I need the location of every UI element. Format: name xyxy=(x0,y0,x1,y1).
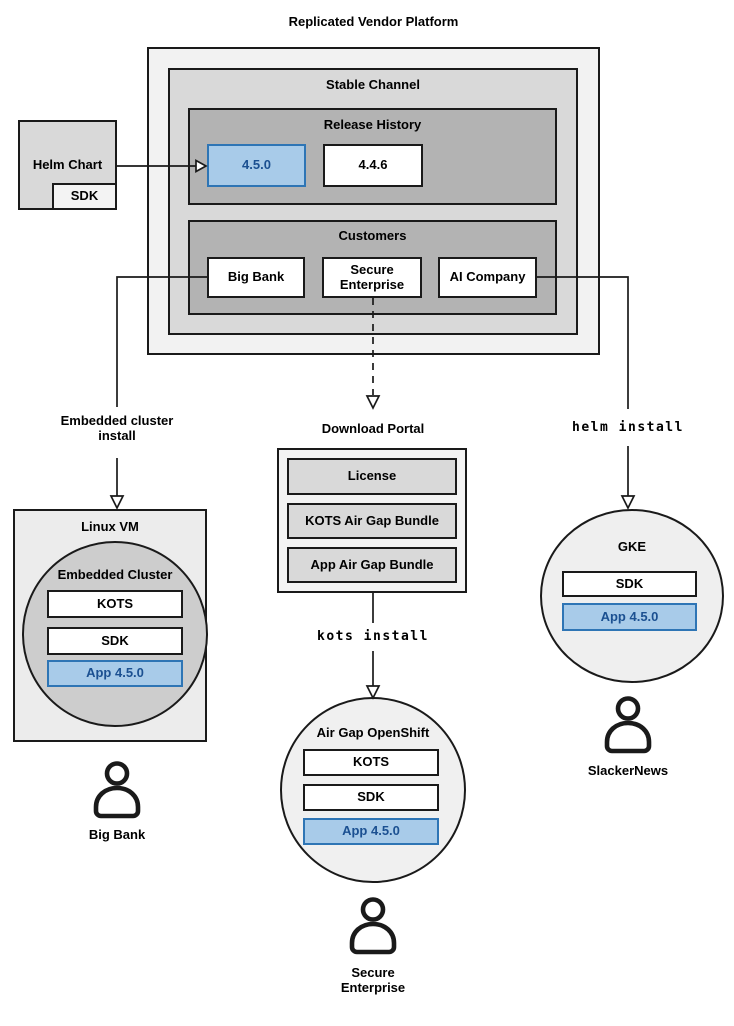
customers-title: Customers xyxy=(338,228,407,243)
release-history-title: Release History xyxy=(323,117,422,132)
helm-chart-title: Helm Chart xyxy=(32,157,103,172)
stable-channel-title: Stable Channel xyxy=(326,77,420,92)
arrowhead-down-dashed xyxy=(365,395,381,410)
download-portal-title: Download Portal xyxy=(321,421,425,436)
embedded-cluster-install-label: Embedded cluster install xyxy=(60,413,174,443)
component-box-kots: KOTS xyxy=(303,749,439,776)
helm-chart-sdk-box: SDK xyxy=(52,183,117,210)
arrowhead-down xyxy=(109,495,125,510)
user-icon xyxy=(89,761,145,819)
linux-vm-title: Linux VM xyxy=(81,519,139,534)
component-box-sdk: SDK xyxy=(303,784,439,811)
component-box-kots: KOTS xyxy=(47,590,183,618)
secure-enterprise-user-label: Secure Enterprise xyxy=(340,965,406,995)
portal-item-kots-bundle: KOTS Air Gap Bundle xyxy=(287,503,457,539)
big-bank-user-label: Big Bank xyxy=(88,827,146,842)
helm-install-label: helm install xyxy=(572,420,684,435)
portal-item-app-bundle: App Air Gap Bundle xyxy=(287,547,457,583)
embedded-cluster-title: Embedded Cluster xyxy=(57,567,173,582)
kots-install-label: kots install xyxy=(317,629,429,644)
user-icon xyxy=(600,696,656,754)
air-gap-openshift-title: Air Gap OpenShift xyxy=(316,725,430,740)
release-box-450: 4.5.0 xyxy=(207,144,306,187)
diagram-title: Replicated Vendor Platform xyxy=(288,14,459,29)
gke-title: GKE xyxy=(617,539,647,554)
component-box-app-450: App 4.5.0 xyxy=(303,818,439,845)
portal-item-license: License xyxy=(287,458,457,495)
slackernews-user-label: SlackerNews xyxy=(587,763,669,778)
component-box-app-450: App 4.5.0 xyxy=(562,603,697,631)
release-box-446: 4.4.6 xyxy=(323,144,423,187)
arrowhead-down xyxy=(620,495,636,510)
component-box-sdk: SDK xyxy=(47,627,183,655)
customer-box-big-bank: Big Bank xyxy=(207,257,305,298)
component-box-app-450: App 4.5.0 xyxy=(47,660,183,687)
customer-box-ai-company: AI Company xyxy=(438,257,537,298)
user-icon xyxy=(345,897,401,955)
customer-box-secure-enterprise: Secure Enterprise xyxy=(322,257,422,298)
component-box-sdk: SDK xyxy=(562,571,697,597)
